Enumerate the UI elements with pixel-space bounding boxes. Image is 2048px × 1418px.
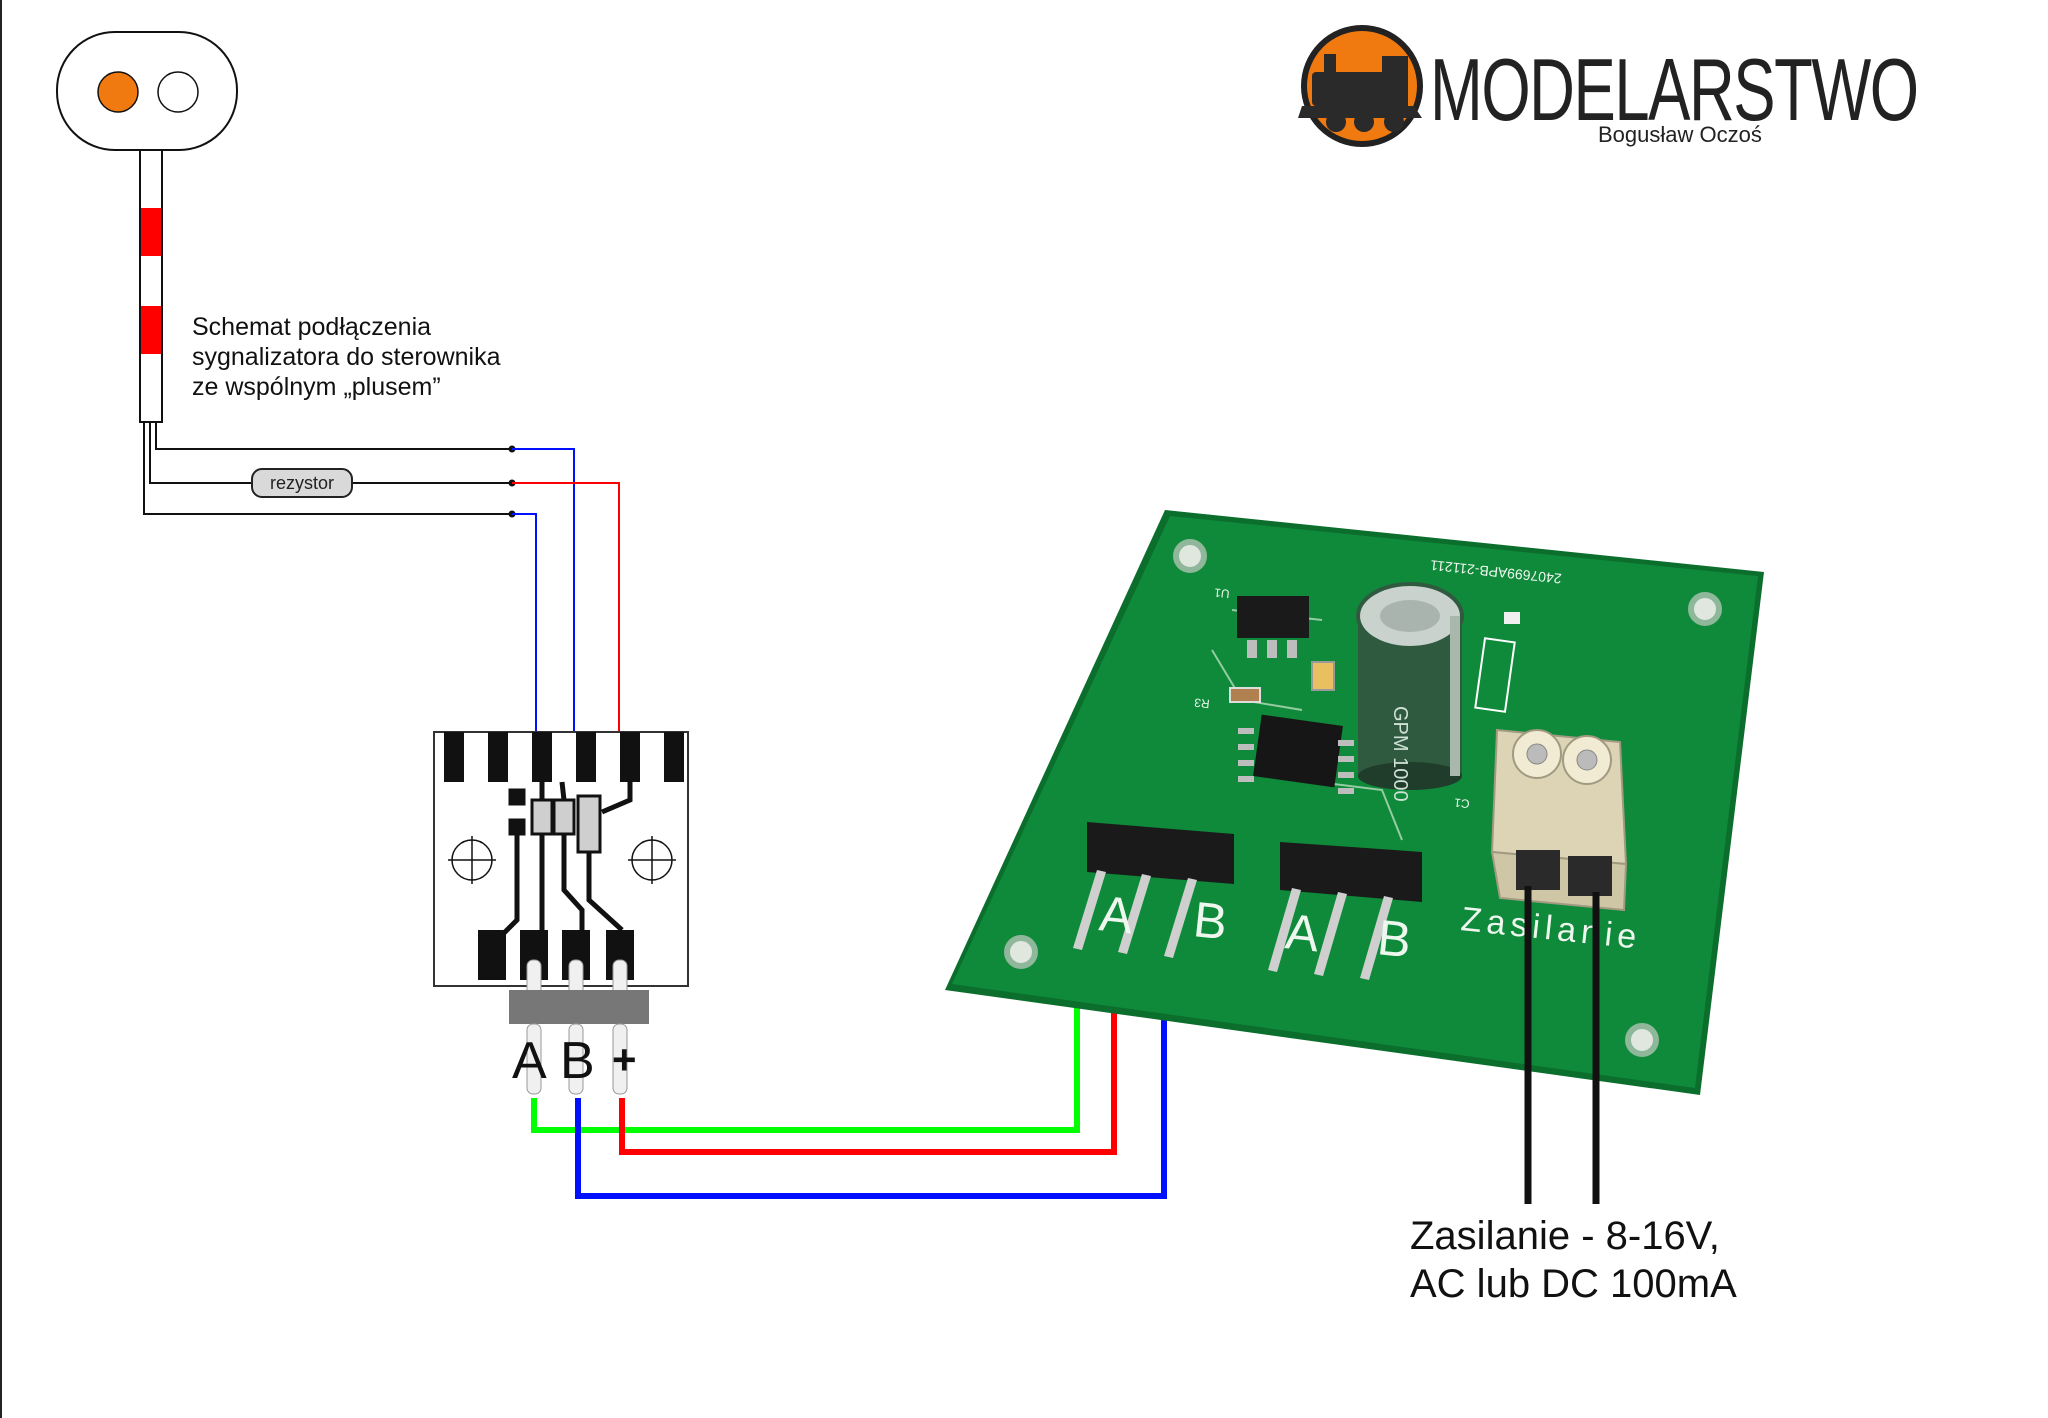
wire-a-green	[531, 948, 1080, 1133]
adapter-connector-body	[509, 990, 649, 1024]
power-note-line-1: Zasilanie - 8-16V,	[1410, 1214, 1720, 1258]
white-lamp	[157, 71, 199, 113]
smd-resistor-r3	[1229, 687, 1261, 703]
locomotive-icon	[1298, 54, 1422, 132]
logo-badge	[1298, 25, 1423, 147]
electrolytic-capacitor: GPM 1000	[1356, 582, 1464, 802]
capacitor-marking: GPM 1000	[1389, 706, 1411, 802]
adapter-feed-wires	[512, 448, 620, 760]
wire-plus-red	[619, 956, 1117, 1155]
caption-line-2: sygnalizatora do sterownika	[192, 343, 501, 371]
orange-lamp	[97, 71, 139, 113]
diagram-caption: Schemat podłączenia sygnalizatora do ste…	[192, 312, 501, 402]
header2-label-b: B	[1375, 909, 1414, 968]
signal-wires	[143, 422, 512, 515]
power-note-line-2: AC lub DC 100mA	[1410, 1262, 1737, 1306]
resistor	[251, 468, 353, 498]
regulator-u1	[1237, 596, 1309, 658]
header-2	[1268, 842, 1422, 980]
signal-head	[56, 31, 238, 151]
mount-hole	[1004, 935, 1038, 969]
mount-hole	[1688, 592, 1722, 626]
wire-b-blue	[575, 966, 1167, 1199]
adapter-board	[433, 731, 689, 1095]
header1-label-b: B	[1191, 891, 1230, 950]
adapter-label-b: B	[560, 1032, 595, 1090]
header-1	[1073, 822, 1234, 958]
power-terminal-block	[1490, 728, 1628, 912]
power-supply-note: Zasilanie - 8-16V, AC lub DC 100mA	[1410, 1212, 1737, 1308]
signal-mast	[139, 149, 163, 423]
ref-r3: R3	[1193, 695, 1210, 711]
controller-wires	[531, 948, 1167, 1199]
header1-label-a: A	[1097, 885, 1137, 944]
header2-label-a: A	[1283, 903, 1323, 962]
power-leads	[1524, 886, 1600, 1204]
logo-author: Bogusław Oczoś	[1598, 122, 1762, 147]
ic-chip	[1238, 714, 1354, 794]
controller-pcb: GPM 1000	[945, 510, 1764, 1095]
logo-brand-name: MODELARSTWO	[1430, 40, 1919, 139]
caption-line-3: ze wspólnym „plusem”	[192, 373, 441, 401]
ref-c1: C1	[1453, 795, 1470, 811]
wire-junctions	[508, 445, 516, 518]
diode	[1474, 637, 1516, 713]
resistor-label: rezystor	[270, 473, 334, 493]
mount-hole	[1625, 1023, 1659, 1057]
adapter-label-a: A	[512, 1032, 547, 1090]
adapter-label-plus: +	[612, 1036, 637, 1083]
mount-hole	[1173, 539, 1207, 573]
smd-component	[1311, 661, 1335, 691]
caption-line-1: Schemat podłączenia	[192, 313, 432, 341]
ref-u1: U1	[1213, 585, 1230, 601]
